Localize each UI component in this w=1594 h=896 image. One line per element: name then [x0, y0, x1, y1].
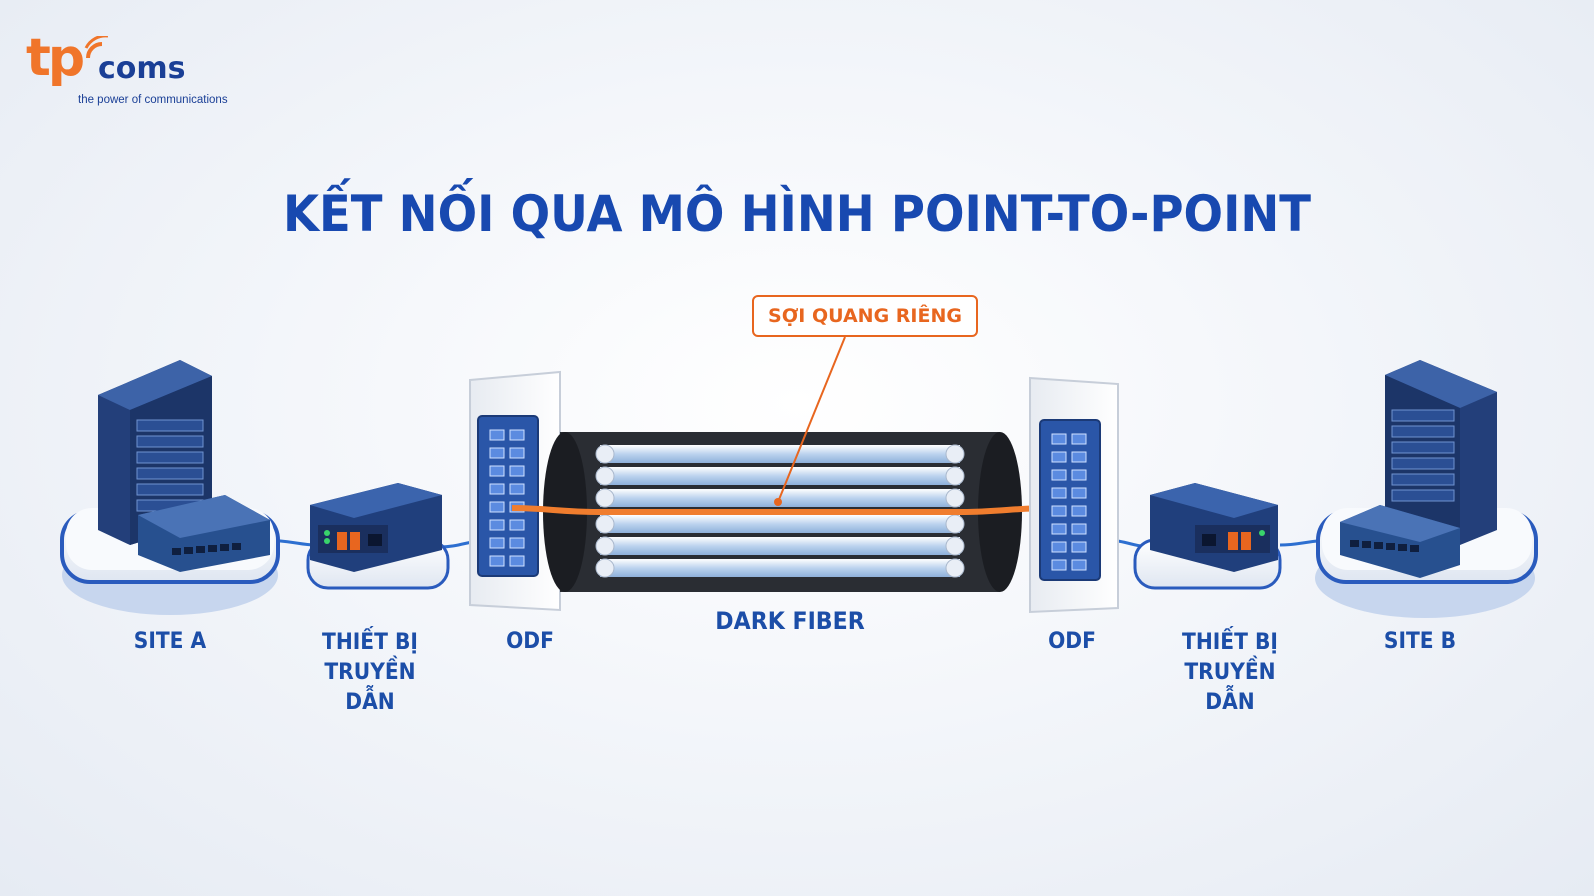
page-title: KẾT NỐI QUA MÔ HÌNH POINT-TO-POINT	[282, 185, 1312, 243]
label-odf-b: ODF	[1048, 629, 1096, 654]
label-device-b-line1: THIẾT BỊ	[1182, 630, 1278, 655]
tpcoms-logo: tp coms the power of communications	[26, 28, 228, 112]
logo-name: coms	[98, 51, 186, 86]
odf-a	[469, 370, 561, 612]
callout-leader	[777, 336, 846, 503]
site-b-server	[1315, 360, 1538, 618]
odf-b	[1029, 376, 1119, 614]
label-device-a: THIẾT BỊ TRUYỀN DẪN	[296, 628, 443, 718]
transmission-device-b	[1133, 483, 1282, 590]
label-device-b-line2: TRUYỀN DẪN	[1184, 660, 1276, 715]
label-site-a: SITE A	[133, 629, 207, 654]
label-site-b: SITE B	[1383, 629, 1457, 654]
logo-tagline: the power of communications	[78, 94, 228, 106]
label-device-a-line2: TRUYỀN DẪN	[324, 660, 416, 715]
private-fiber-callout: SỢI QUANG RIÊNG	[752, 295, 978, 337]
transmission-device-a	[306, 483, 450, 590]
logo-mark: tp	[26, 28, 85, 88]
label-odf-a: ODF	[506, 629, 554, 654]
dark-fiber-bundle	[543, 432, 1022, 592]
label-dark-fiber: DARK FIBER	[715, 607, 865, 635]
private-fiber-strand	[511, 505, 1051, 515]
site-a-server	[60, 360, 280, 615]
label-device-b: THIẾT BỊ TRUYỀN DẪN	[1156, 628, 1303, 718]
signal-waves-icon	[84, 36, 108, 59]
label-device-a-line1: THIẾT BỊ	[322, 630, 418, 655]
